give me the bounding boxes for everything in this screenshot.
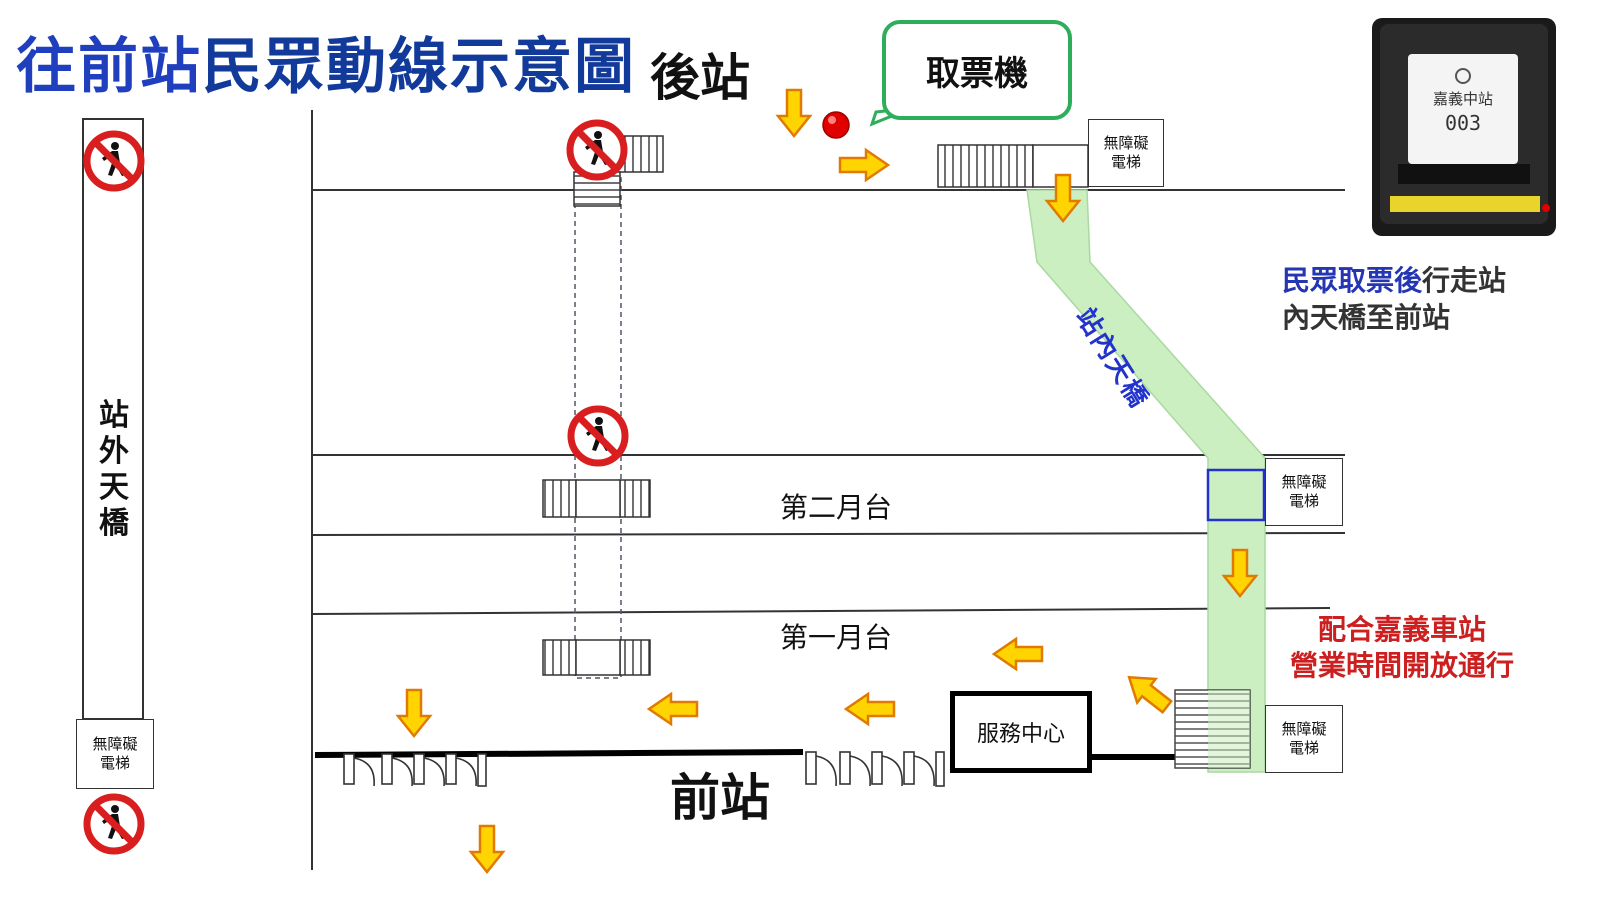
hours-note-text: 配合嘉義車站 xyxy=(1318,613,1487,646)
no-pedestrian-icon xyxy=(83,130,145,192)
arrow-left-icon xyxy=(992,637,1044,671)
elevator-box: 無障礙 電梯 xyxy=(1265,458,1343,526)
hours-note: 配合嘉義車站 營業時間開放通行 xyxy=(1290,612,1514,684)
elevator-text: 無障礙 xyxy=(92,735,138,753)
title-highlight: 往前站 xyxy=(16,32,202,102)
elevator-text: 無障礙 xyxy=(1281,720,1327,738)
arrow-down-icon xyxy=(469,824,505,874)
no-pedestrian-icon xyxy=(567,405,629,467)
arrow-up-left-icon xyxy=(1118,664,1178,720)
arrow-down-icon xyxy=(776,88,812,138)
outer-bridge-char: 站 xyxy=(99,398,129,433)
elevator-text: 電梯 xyxy=(99,754,130,772)
page-title: 往前站民眾動線示意圖 xyxy=(16,18,636,105)
platform-2-label: 第二月台 xyxy=(780,491,893,524)
outer-bridge-char: 天 xyxy=(99,470,129,505)
ticket-station-text: 嘉義中站 xyxy=(1433,90,1493,108)
turnstile-icon xyxy=(343,753,487,787)
elevator-text: 無障礙 xyxy=(1103,134,1149,152)
ticket-number-text: 003 xyxy=(1445,111,1481,135)
platform-1-label: 第一月台 xyxy=(780,621,893,654)
arrow-left-icon xyxy=(844,692,896,726)
elevator-box: 無障礙 電梯 xyxy=(76,719,154,789)
back-station-label: 後站 xyxy=(650,49,750,107)
hours-note-text: 營業時間開放通行 xyxy=(1290,649,1515,682)
elevator-text: 電梯 xyxy=(1288,739,1319,757)
elevator-text: 電梯 xyxy=(1288,492,1319,510)
arrow-down-icon xyxy=(396,688,432,738)
ticket-printer-icon: 嘉義中站 003 xyxy=(1372,18,1556,236)
arrow-left-icon xyxy=(647,692,699,726)
title-rest: 民眾動線示意圖 xyxy=(202,32,636,102)
ticket-machine-callout: 取票機 xyxy=(882,20,1072,120)
outer-bridge xyxy=(82,118,144,720)
elevator-text: 電梯 xyxy=(1110,153,1141,171)
location-dot-icon xyxy=(822,111,850,139)
route-note: 民眾取票後行走站 內天橋至前站 xyxy=(1282,262,1506,336)
front-station-label: 前站 xyxy=(670,769,770,827)
no-pedestrian-icon xyxy=(566,119,628,181)
outer-bridge-char: 橋 xyxy=(99,506,129,541)
outer-bridge-label: 站 外 天 橋 xyxy=(94,398,134,542)
turnstile-icon xyxy=(805,751,945,787)
route-note-text: 行走站 xyxy=(1422,264,1507,297)
elevator-box: 無障礙 電梯 xyxy=(1265,705,1343,773)
route-note-text: 內天橋至前站 xyxy=(1282,301,1451,334)
outer-bridge-char: 外 xyxy=(99,434,129,469)
no-pedestrian-icon xyxy=(83,793,145,855)
arrow-right-icon xyxy=(838,148,890,182)
service-center: 服務中心 xyxy=(950,691,1092,773)
route-note-highlight: 民眾取票後 xyxy=(1282,264,1423,297)
elevator-box: 無障礙 電梯 xyxy=(1088,119,1164,187)
elevator-text: 無障礙 xyxy=(1281,473,1327,491)
